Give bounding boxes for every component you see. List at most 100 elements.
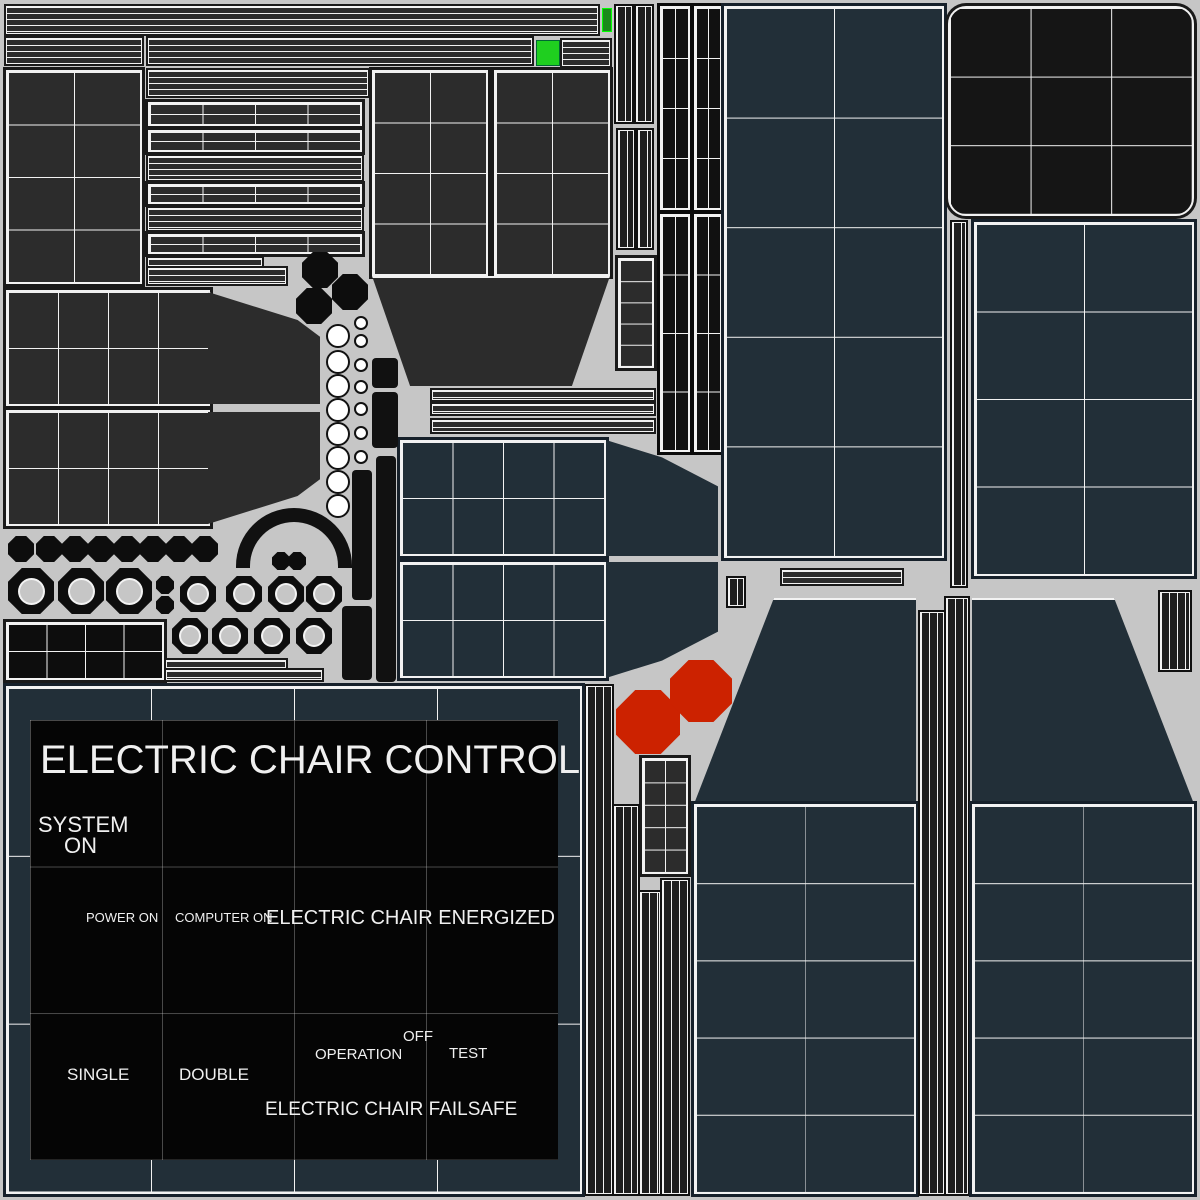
octagon-small-1 <box>272 552 290 570</box>
uv-trapezoid-blue-1 <box>606 440 718 556</box>
uv-panel-mid-4 <box>148 234 362 254</box>
uv-column-4 <box>638 130 652 248</box>
bolt-6 <box>326 446 350 470</box>
uv-strip-top-1 <box>6 6 598 34</box>
ring-1 <box>180 576 216 612</box>
octagon-row-7 <box>166 536 192 562</box>
red-indicator-2 <box>670 660 732 722</box>
ring-big-2 <box>58 568 104 614</box>
uv-column-c3 <box>640 892 660 1194</box>
octagon-row-4 <box>88 536 114 562</box>
bolt-small-7 <box>354 450 368 464</box>
uv-strip-small-h <box>782 570 902 584</box>
uv-trapezoid-center <box>372 276 610 386</box>
operation-label: OPERATION <box>315 1046 403 1063</box>
octagon-row-8 <box>192 536 218 562</box>
uv-thin-column-right <box>952 222 966 586</box>
uv-bar-black-4 <box>376 456 396 682</box>
octagon-row-1 <box>8 536 34 562</box>
uv-small-block <box>728 578 744 606</box>
uv-panel-dark-rounded <box>948 6 1194 216</box>
bolt-8 <box>326 494 350 518</box>
ring-3 <box>268 576 304 612</box>
uv-column-c2 <box>614 806 638 1194</box>
bolt-4 <box>326 398 350 422</box>
uv-panel-center-right <box>494 70 610 276</box>
uv-strip-mid-4 <box>148 258 262 266</box>
uv-panel-small-center <box>642 758 688 874</box>
octagon-2 <box>296 288 332 324</box>
uv-panel-center-left <box>372 70 488 276</box>
uv-strip-mid-2 <box>148 156 362 180</box>
uv-panel-left-top <box>6 70 142 284</box>
control-panel-face <box>30 720 558 1160</box>
bolt-1 <box>326 324 350 348</box>
double-label: DOUBLE <box>179 1065 249 1084</box>
octagon-tiny-1 <box>156 576 174 594</box>
uv-strip-top-2 <box>6 38 142 64</box>
octagon-1 <box>302 252 338 288</box>
uv-panel-blue-center-2 <box>400 562 606 678</box>
uv-panel-br-2 <box>972 804 1194 1194</box>
uv-column-3 <box>618 130 634 248</box>
uv-column-c4 <box>662 880 688 1194</box>
uv-strip-center-h3 <box>432 420 654 432</box>
bolt-small-5 <box>354 402 368 416</box>
uv-strip-mid-1 <box>148 70 368 96</box>
bolt-small-2 <box>354 334 368 348</box>
ring-4 <box>306 576 342 612</box>
uv-column-1 <box>616 6 632 122</box>
uv-panel-blue-tall <box>724 6 944 558</box>
bolt-small-1 <box>354 316 368 330</box>
uv-panel-br-1 <box>694 804 916 1194</box>
octagon-row-5 <box>114 536 140 562</box>
ring-big-3 <box>106 568 152 614</box>
uv-strip-mid-5 <box>148 268 286 284</box>
bolt-small-4 <box>354 380 368 394</box>
ring-8 <box>296 618 332 654</box>
octagon-row-2 <box>36 536 62 562</box>
uv-strip-mid-3 <box>148 208 362 230</box>
uv-bar-black-1 <box>372 358 398 388</box>
uv-bar-black-5 <box>342 606 372 680</box>
uv-black-column-3 <box>660 214 690 452</box>
bolt-7 <box>326 470 350 494</box>
uv-black-column-2 <box>694 6 722 210</box>
uv-panel-blue-center-1 <box>400 440 606 556</box>
uv-panel-small-bl <box>6 622 164 680</box>
uv-strip-bl-2 <box>166 670 322 680</box>
octagon-tiny-2 <box>156 596 174 614</box>
uv-small-bracket <box>1160 592 1190 670</box>
uv-column-c1 <box>586 686 612 1194</box>
uv-black-column-4 <box>694 214 722 452</box>
computer-on-label: COMPUTER ON <box>175 910 273 925</box>
uv-panel-mid-3 <box>148 184 362 204</box>
uv-panel-mid-2 <box>148 130 362 152</box>
bolt-5 <box>326 422 350 446</box>
off-label: OFF <box>403 1028 433 1045</box>
octagon-3 <box>332 274 368 310</box>
energized-label: ELECTRIC CHAIR ENERGIZED <box>266 907 555 929</box>
uv-strip-top-4 <box>562 40 610 66</box>
bolt-2 <box>326 350 350 374</box>
ring-5 <box>172 618 208 654</box>
uv-panel-left-mid-2 <box>6 410 210 526</box>
octagon-row-6 <box>140 536 166 562</box>
uv-black-column-1 <box>660 6 690 210</box>
uv-strip-bl-1 <box>166 660 286 668</box>
ring-2 <box>226 576 262 612</box>
uv-panel-small-col <box>618 258 654 368</box>
uv-strip-center-h1 <box>432 390 654 400</box>
uv-trapezoid-left-2 <box>208 412 320 524</box>
bolt-small-6 <box>354 426 368 440</box>
uv-panel-left-mid-1 <box>6 290 210 406</box>
uv-panel-blue-right <box>974 222 1194 576</box>
ring-7 <box>254 618 290 654</box>
uv-column-br-2 <box>946 598 968 1194</box>
uv-strip-top-3 <box>148 38 532 64</box>
system-on-label-line1: SYSTEM <box>38 812 129 837</box>
green-indicator <box>602 8 612 32</box>
green-led-block <box>536 40 560 66</box>
uv-strip-center-h2 <box>432 404 654 414</box>
test-label: TEST <box>449 1045 488 1062</box>
